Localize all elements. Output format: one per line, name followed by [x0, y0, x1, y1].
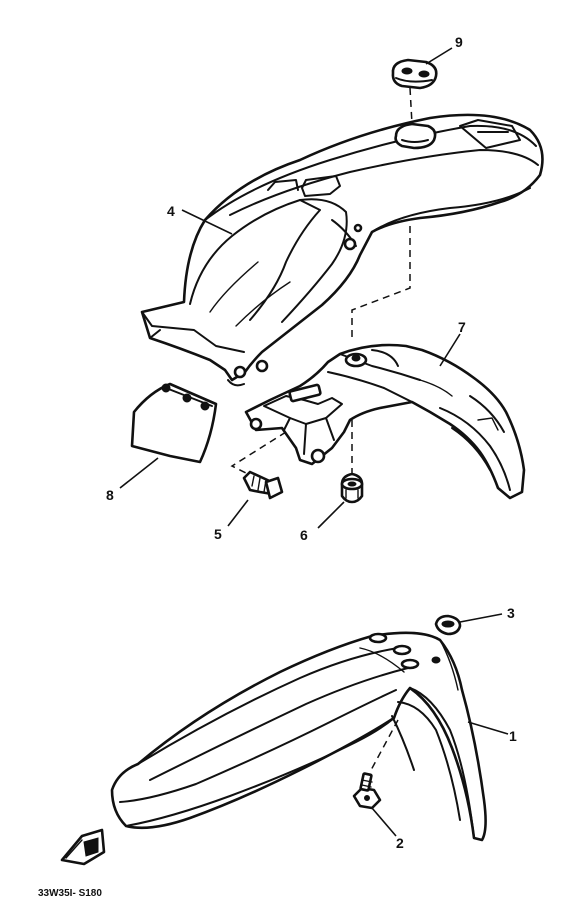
part-1-front-fender	[110, 631, 487, 842]
part-8-plate	[130, 382, 218, 464]
leader-7	[439, 333, 461, 367]
callout-2: 2	[396, 835, 404, 851]
leader-6	[317, 501, 345, 529]
callout-8: 8	[106, 487, 114, 503]
leader-4	[181, 209, 233, 235]
callout-9: 9	[455, 34, 463, 50]
part-5-bolt	[242, 470, 284, 500]
callout-3: 3	[507, 605, 515, 621]
callout-7: 7	[458, 319, 466, 335]
part-2-bolt	[352, 772, 382, 810]
drawing-code: 33W35I- S180	[38, 888, 102, 899]
leader-1	[467, 721, 509, 735]
part-6-nut	[340, 472, 364, 504]
leader-8	[119, 457, 159, 489]
callout-6: 6	[300, 527, 308, 543]
part-9-grommet	[391, 58, 438, 90]
leader-2	[371, 807, 397, 837]
callout-5: 5	[214, 526, 222, 542]
part-3-grommet	[434, 614, 462, 636]
assembly-line-4-7	[351, 226, 411, 342]
callout-1: 1	[509, 728, 517, 744]
front-direction-arrow-icon	[60, 828, 106, 866]
leader-3	[459, 613, 503, 623]
leader-9	[425, 47, 453, 65]
callout-4: 4	[167, 203, 175, 219]
assembly-line-2	[369, 719, 399, 773]
assembly-line-5	[230, 431, 287, 475]
assembly-line-9	[409, 87, 413, 125]
part-7-bracket	[244, 343, 526, 500]
leader-5	[227, 499, 249, 527]
part-4-rear-fender	[140, 113, 544, 387]
